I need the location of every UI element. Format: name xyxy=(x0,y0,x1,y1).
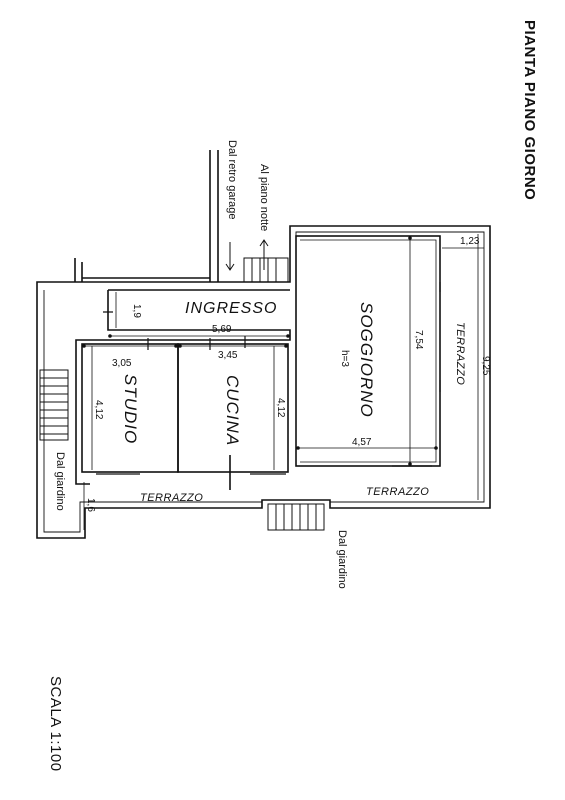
terrace-label-bottom-right: TERRAZZO xyxy=(366,486,430,498)
dim-terrace-bottom: 1,6 xyxy=(85,498,96,512)
scale-label: SCALA 1:100 xyxy=(47,676,64,772)
stairs-bottom xyxy=(267,503,325,531)
room-label-cucina: CUCINA xyxy=(223,375,242,447)
dim-terrace-total: 9,25 xyxy=(480,356,491,376)
dim-soggiorno-width: 7,54 xyxy=(413,330,424,350)
dim-ingresso-width: 1,9 xyxy=(131,304,142,318)
windows xyxy=(96,282,441,475)
cucina-walls xyxy=(177,343,289,473)
arrow-garage xyxy=(225,242,235,271)
note-dal-giardino-bottom: Dal giardino xyxy=(336,530,348,589)
note-dal-giardino-left: Dal giardino xyxy=(54,452,66,511)
outer-wall xyxy=(36,225,491,539)
dim-studio-width: 3,05 xyxy=(112,358,132,369)
stairs-left xyxy=(39,369,69,441)
stairs-top xyxy=(243,257,289,283)
room-label-soggiorno: SOGGIORNO xyxy=(357,302,376,418)
room-label-ingresso: INGRESSO xyxy=(185,300,278,317)
soggiorno-walls xyxy=(295,235,441,467)
garage-corridor xyxy=(74,150,219,282)
soggiorno-height: h=3 xyxy=(339,350,350,367)
dim-soggiorno-length: 4,57 xyxy=(352,437,372,448)
ingresso-walls xyxy=(75,289,291,485)
room-label-studio: STUDIO xyxy=(121,374,140,445)
arrow-notte xyxy=(259,239,269,270)
note-dal-retro-garage: Dal retro garage xyxy=(226,140,238,220)
dim-cucina-width: 3,45 xyxy=(218,350,238,361)
soggiorno-inner xyxy=(300,239,437,463)
terrace-label-side: TERRAZZO xyxy=(454,322,466,386)
terrace-label-bottom-left: TERRAZZO xyxy=(140,492,204,504)
dim-terrace-top: 1,23 xyxy=(460,236,480,247)
dim-studio-length: 4,12 xyxy=(93,400,104,420)
page-title: PIANTA PIANO GIORNO xyxy=(521,20,538,201)
dim-cucina-length: 4,12 xyxy=(275,398,286,418)
dim-ingresso-length: 5,69 xyxy=(212,324,232,335)
note-al-piano-notte: Al piano notte xyxy=(258,164,270,232)
